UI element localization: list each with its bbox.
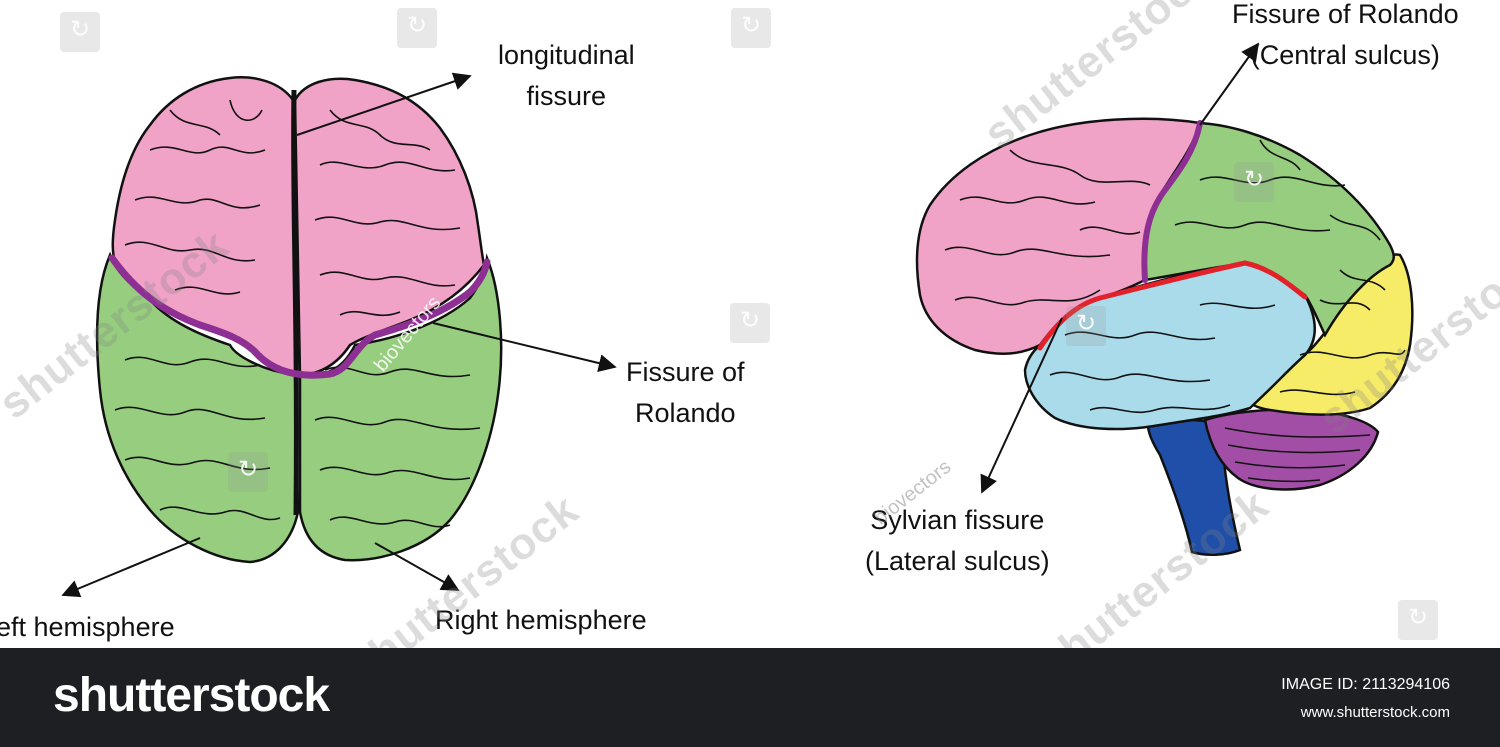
arrow-left-hemisphere bbox=[61, 537, 201, 598]
label-longitudinal-fissure: longitudinal fissure bbox=[498, 40, 635, 111]
label-sylvian-fissure: Sylvian fissure (Lateral sulcus) bbox=[865, 505, 1050, 576]
label-left-hemisphere: left hemisphere bbox=[0, 612, 175, 642]
lateral-sulcus-line bbox=[1037, 260, 1308, 351]
arrow-longitudinal-fissure bbox=[296, 72, 472, 136]
arrow-right-hemisphere bbox=[374, 542, 460, 591]
diagram-canvas: longitudinal fissure Fissure of Rolando … bbox=[0, 0, 1500, 648]
arrow-central-sulcus bbox=[1199, 42, 1260, 126]
right-parietal-region bbox=[298, 253, 503, 562]
footer-url[interactable]: www.shutterstock.com bbox=[1300, 704, 1450, 721]
brain-diagram bbox=[61, 42, 1414, 598]
footer-logo[interactable]: shutterstock bbox=[53, 669, 330, 722]
footer-bar: shutterstock IMAGE ID: 2113294106 www.sh… bbox=[0, 648, 1500, 747]
label-fissure-of-rolando-top: Fissure of Rolando bbox=[626, 357, 745, 428]
rolando-fissure-line-top bbox=[108, 254, 491, 379]
longitudinal-fissure-line bbox=[291, 89, 299, 516]
arrow-lateral-sulcus bbox=[980, 317, 1063, 494]
arrow-rolando-top bbox=[432, 322, 617, 372]
cerebellum bbox=[1203, 408, 1380, 491]
right-frontal-region bbox=[293, 77, 486, 377]
cerebellum-lines bbox=[1224, 427, 1371, 483]
footer-image-id: IMAGE ID: 2113294106 bbox=[1281, 676, 1450, 693]
label-right-hemisphere: Right hemisphere bbox=[435, 605, 647, 635]
label-fissure-of-rolando-side: Fissure of Rolando (Central sulcus) bbox=[1232, 0, 1459, 70]
top-gyri-lines bbox=[114, 99, 481, 528]
side-gyri-lines bbox=[944, 139, 1406, 414]
left-parietal-region bbox=[95, 251, 300, 564]
brain-top-view bbox=[61, 72, 617, 598]
central-sulcus-line bbox=[1141, 120, 1203, 283]
brain-side-view bbox=[915, 42, 1414, 556]
